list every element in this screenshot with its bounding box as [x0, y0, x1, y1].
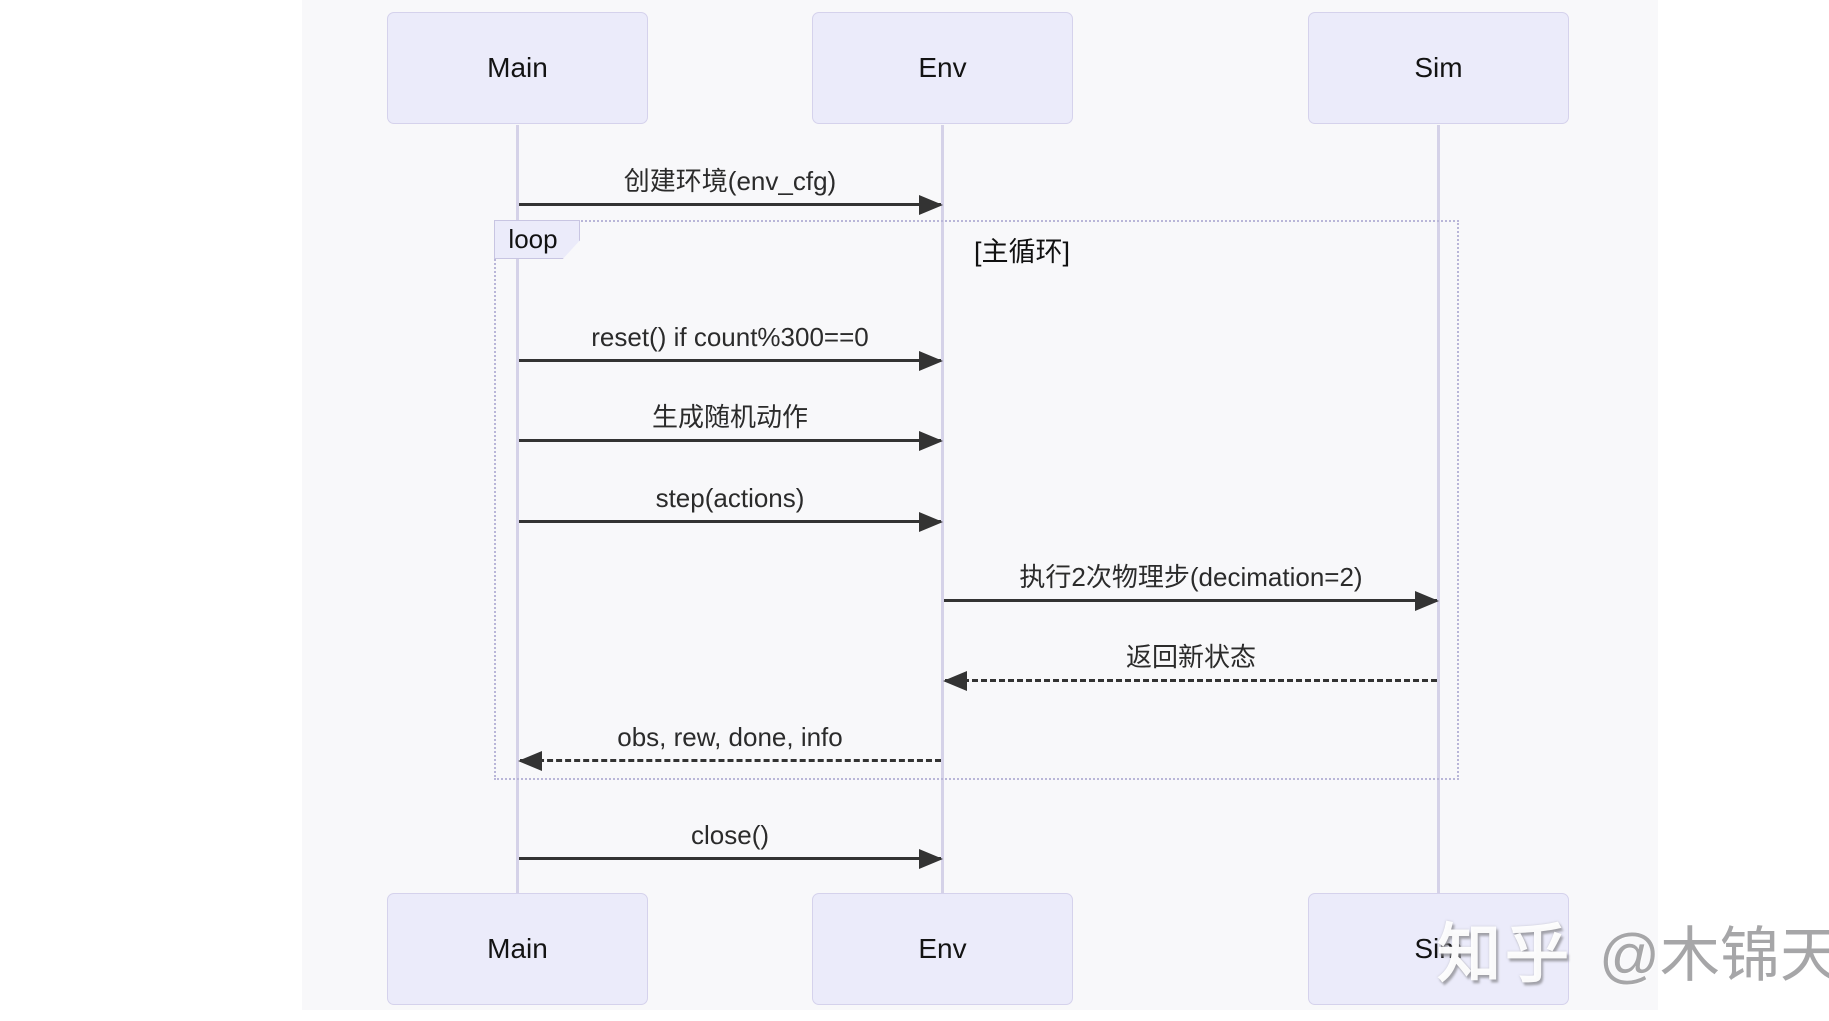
actor-main-top-label: Main [487, 52, 548, 83]
message-arrow-create-env [519, 195, 943, 215]
message-arrow-physics-step [944, 591, 1439, 611]
diagram-canvas [302, 0, 1658, 1010]
message-arrow-close [519, 849, 943, 869]
message-arrow-step [519, 512, 943, 532]
message-label-reset: reset() if count%300==0 [591, 322, 869, 352]
message-label-create-env: 创建环境(env_cfg) [623, 166, 837, 196]
actor-main-bottom: Main [387, 893, 648, 1005]
actor-sim-top: Sim [1308, 12, 1569, 124]
loop-label-text: loop [508, 224, 558, 254]
message-arrow-random-action [519, 431, 943, 451]
actor-env-top-label: Env [918, 52, 967, 83]
actor-env-top: Env [812, 12, 1073, 124]
message-label-random-action: 生成随机动作 [651, 402, 809, 432]
lifeline-env [941, 125, 944, 893]
message-label-physics-step: 执行2次物理步(decimation=2) [1019, 562, 1363, 592]
message-label-return-state: 返回新状态 [1125, 642, 1257, 672]
actor-env-bottom-label: Env [918, 933, 967, 964]
message-arrow-return-state [943, 671, 1437, 691]
actor-env-bottom: Env [812, 893, 1073, 1005]
message-label-step: step(actions) [655, 483, 805, 513]
actor-sim-top-label: Sim [1414, 52, 1463, 83]
message-arrow-obs-return [518, 751, 941, 771]
actor-main-bottom-label: Main [487, 933, 548, 964]
actor-sim-bottom: Sim [1308, 893, 1569, 1005]
actor-sim-bottom-label: Sim [1414, 933, 1463, 964]
loop-label: loop [494, 220, 580, 259]
message-label-close: close() [690, 820, 770, 850]
lifeline-sim [1437, 125, 1440, 893]
actor-main-top: Main [387, 12, 648, 124]
loop-condition: [主循环] [973, 237, 1071, 267]
lifeline-main [516, 125, 519, 893]
message-label-obs-return: obs, rew, done, info [617, 722, 843, 752]
loop-frame [494, 220, 1459, 780]
message-arrow-reset [519, 351, 943, 371]
